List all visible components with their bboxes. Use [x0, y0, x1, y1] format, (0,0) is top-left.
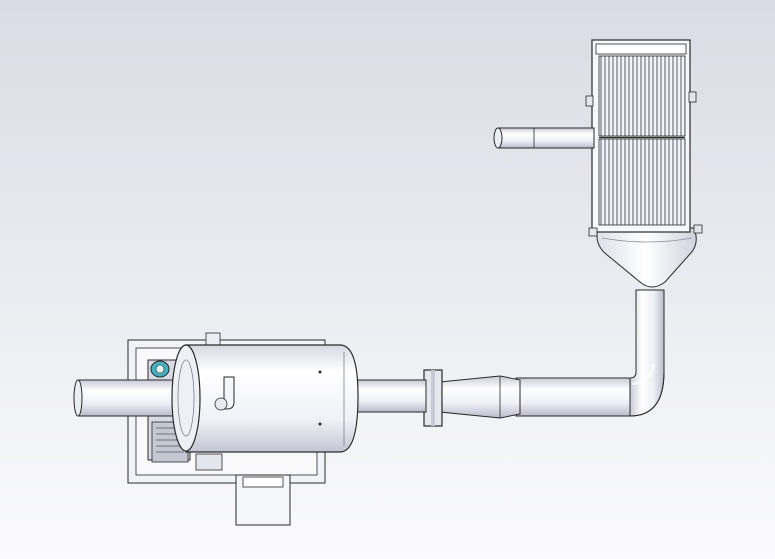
- cylindrical-tank: [171, 344, 359, 453]
- tank-port: [214, 376, 235, 411]
- reducer-cone: [439, 375, 521, 419]
- tank-end-cap: [171, 344, 201, 452]
- heat-exchanger: [585, 39, 703, 288]
- outlet-pipe: [347, 379, 427, 413]
- intake-pipe: [73, 379, 179, 417]
- side-nozzle: [493, 127, 595, 149]
- duct-with-elbow: [515, 289, 665, 417]
- fin-pack-upper: [598, 55, 686, 137]
- hopper: [596, 227, 697, 288]
- fin-pack-lower: [598, 138, 686, 226]
